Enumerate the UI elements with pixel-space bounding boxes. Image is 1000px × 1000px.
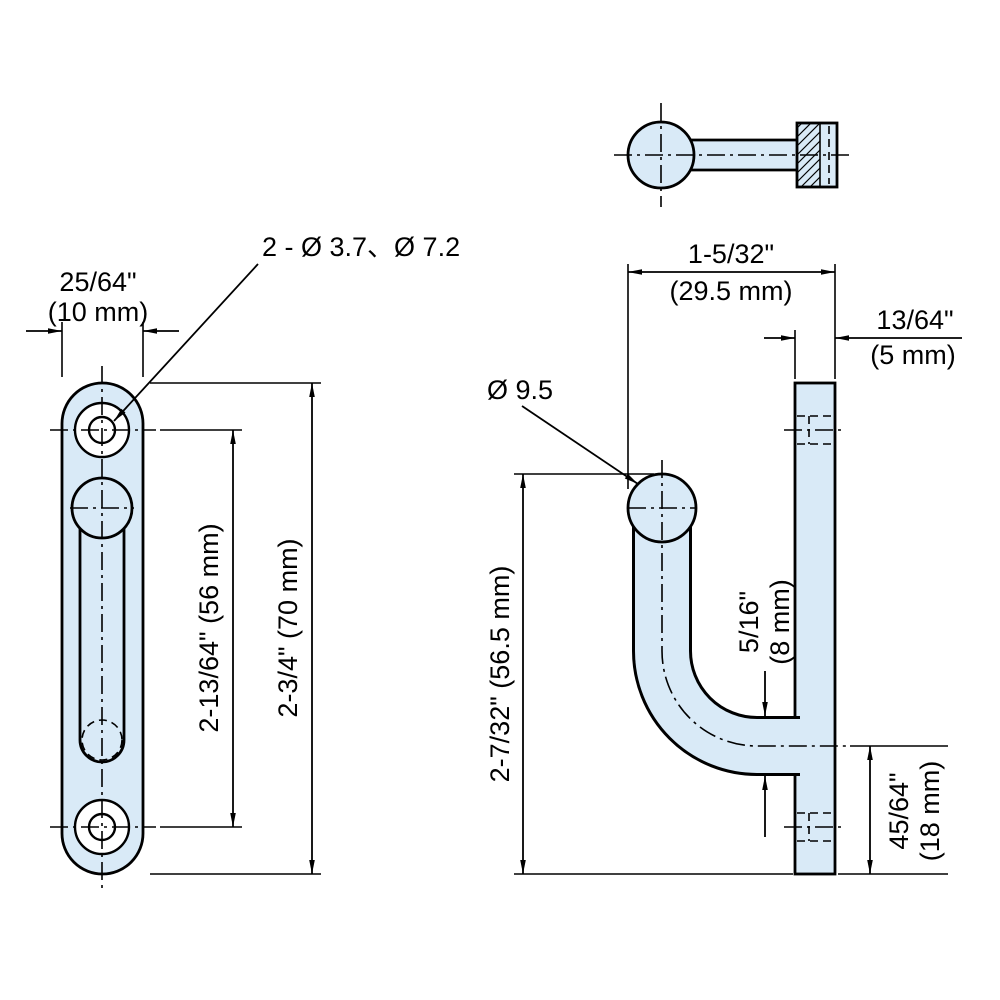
front-hole-pitch-label: 2-13/64" (56 mm) — [194, 523, 224, 732]
side-view — [626, 381, 848, 876]
side-thickness-inch-label: 13/64" — [876, 305, 953, 335]
side-thickness-mm-label: (5 mm) — [870, 340, 955, 370]
section-hatching — [796, 122, 821, 188]
top-rod-fill — [661, 140, 797, 170]
front-width-mm-label: (10 mm) — [48, 297, 149, 327]
side-projection-inch-label: 1-5/32" — [688, 239, 774, 269]
front-view-dimensions: 25/64" (10 mm) 2 - Ø 3.7、Ø 7.2 2-13/64" … — [26, 232, 460, 875]
side-ball-diameter-label: Ø 9.5 — [487, 375, 553, 405]
side-backplate — [793, 381, 837, 876]
side-offset-mm-label: (18 mm) — [915, 761, 945, 862]
side-rod-mm-label: (8 mm) — [765, 579, 795, 664]
side-rod-inch-label: 5/16" — [734, 591, 764, 653]
front-holes-callout-label: 2 - Ø 3.7、Ø 7.2 — [262, 232, 460, 262]
side-projection-mm-label: (29.5 mm) — [669, 276, 792, 306]
front-width-inch-label: 25/64" — [59, 267, 136, 297]
front-view — [50, 366, 156, 892]
front-hook-stem — [78, 503, 126, 764]
side-height-label: 2-7/32" (56.5 mm) — [485, 566, 515, 783]
side-view-dimensions: 1-5/32" (29.5 mm) 13/64" (5 mm) Ø 9.5 2-… — [485, 239, 962, 875]
front-overall-height-label: 2-3/4" (70 mm) — [273, 538, 303, 717]
top-view — [614, 103, 852, 207]
side-hook-centerline — [661, 460, 848, 747]
side-offset-inch-label: 45/64" — [884, 772, 914, 849]
